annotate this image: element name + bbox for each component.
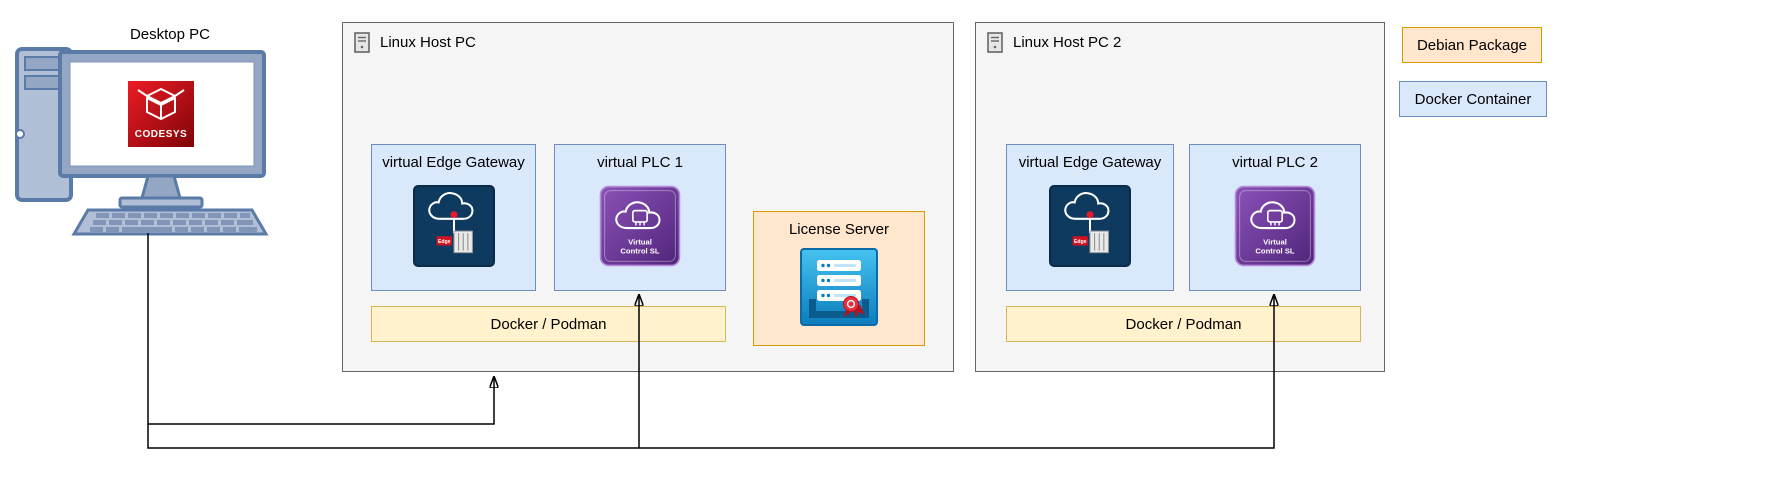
plc-icon-text-line1: Virtual <box>628 237 652 246</box>
codesys-logo-icon: CODESYS <box>128 81 194 147</box>
edge-gateway-icon: Edge <box>412 185 495 267</box>
plc-icon-text-line2: Control SL <box>620 247 660 256</box>
host2-header: Linux Host PC 2 <box>987 32 1121 53</box>
license-server-box: License Server <box>753 211 925 346</box>
desktop-pc-illustration: CODESYS <box>15 47 269 236</box>
virtual-plc1-box: virtual PLC 1 Virtual Control SL <box>554 144 726 291</box>
license-server-icon <box>800 248 878 326</box>
host1-title: Linux Host PC <box>380 34 476 51</box>
plc-icon-text-line2: Control SL <box>1255 247 1295 256</box>
license-server-label: License Server <box>788 221 890 238</box>
docker-podman-label-1: Docker / Podman <box>490 315 607 333</box>
host1-header: Linux Host PC <box>354 32 476 53</box>
legend-debian-label: Debian Package <box>1416 36 1528 54</box>
codesys-logo-text: CODESYS <box>135 129 187 140</box>
edge-gateway-icon: Edge <box>1049 185 1131 267</box>
edge-tag-text: Edge <box>1074 239 1087 245</box>
virtual-plc1-label: virtual PLC 1 <box>597 154 683 171</box>
legend-docker-label: Docker Container <box>1414 90 1532 108</box>
host2-title: Linux Host PC 2 <box>1013 34 1122 51</box>
host-pc-icon <box>354 32 370 53</box>
virtual-plc2-box: virtual PLC 2 Virtual Control SL <box>1189 144 1361 291</box>
desktop-pc-label: Desktop PC <box>129 26 211 43</box>
virtual-control-sl-icon: Virtual Control SL <box>599 185 681 267</box>
docker-podman-bar-2: Docker / Podman <box>1006 306 1361 342</box>
legend-debian-package: Debian Package <box>1402 27 1542 63</box>
edge-gateway-box-1: virtual Edge Gateway Edge <box>371 144 536 291</box>
keyboard-icon <box>71 208 269 236</box>
docker-podman-label-2: Docker / Podman <box>1125 315 1242 333</box>
monitor-icon: CODESYS <box>58 50 266 209</box>
edge-gateway-label-2: virtual Edge Gateway <box>1018 154 1162 171</box>
virtual-plc2-label: virtual PLC 2 <box>1232 154 1318 171</box>
plc-icon-text-line1: Virtual <box>1263 237 1287 246</box>
host-pc-icon <box>987 32 1003 53</box>
host-box-1: Linux Host PC virtual Edge Gateway Edge … <box>342 22 954 372</box>
virtual-control-sl-icon: Virtual Control SL <box>1234 185 1316 267</box>
host-box-2: Linux Host PC 2 virtual Edge Gateway Edg… <box>975 22 1385 372</box>
edge-tag-text: Edge <box>438 239 451 245</box>
edge-gateway-label-1: virtual Edge Gateway <box>382 154 525 171</box>
edge-gateway-box-2: virtual Edge Gateway Edge <box>1006 144 1174 291</box>
docker-podman-bar-1: Docker / Podman <box>371 306 726 342</box>
legend-docker-container: Docker Container <box>1399 81 1547 117</box>
